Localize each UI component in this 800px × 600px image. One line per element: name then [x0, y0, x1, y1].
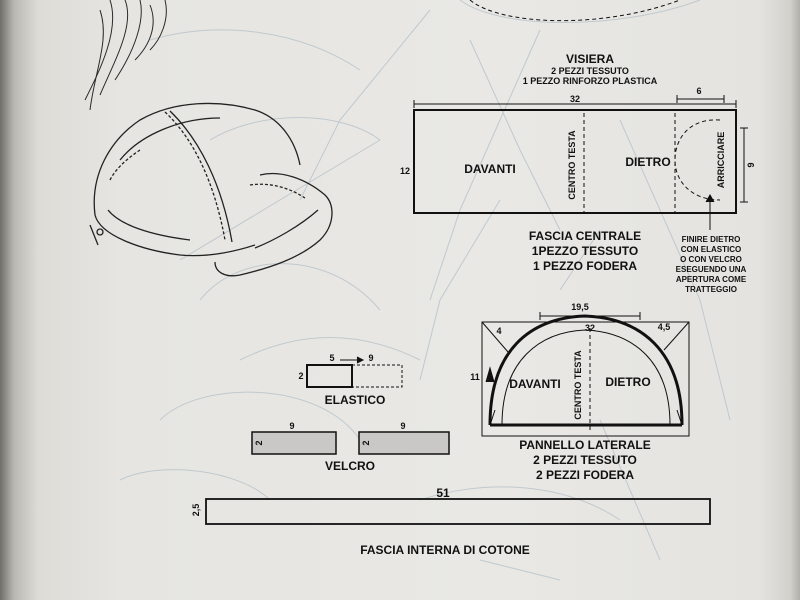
- velcro-height-left: 2: [254, 440, 264, 446]
- note-line-5: APERTURA COME: [675, 275, 747, 284]
- pannello-laterale-piece: [481, 312, 690, 437]
- fascia-interna-height: 2,5: [191, 503, 201, 517]
- fascia-interna-label: FASCIA INTERNA DI COTONE: [360, 543, 530, 557]
- fascia-centrale-height: 12: [399, 166, 410, 176]
- cap-illustration: [89, 102, 333, 277]
- elastico-piece: [306, 356, 403, 388]
- note-line-1: FINIRE DIETRO: [681, 235, 741, 244]
- fascia-centrale-centro-testa: CENTRO TESTA: [567, 130, 577, 200]
- visiera-line1: 2 PEZZI TESSUTO: [551, 66, 629, 76]
- fascia-centrale-line1: 1PEZZO TESSUTO: [531, 244, 639, 258]
- velcro-height-right: 2: [361, 440, 371, 446]
- fascia-centrale-piece: [413, 95, 748, 230]
- note-line-6: TRATTEGGIO: [685, 285, 737, 294]
- velcro-width-left: 9: [289, 421, 295, 431]
- background-pattern-lines: [119, 0, 731, 581]
- visiera-title: VISIERA: [565, 52, 614, 66]
- velcro-label: VELCRO: [324, 459, 375, 473]
- fascia-centrale-width: 32: [569, 94, 580, 104]
- note-line-4: ESEGUENDO UNA: [675, 265, 747, 274]
- visiera-line2: 1 PEZZO RINFORZO PLASTICA: [522, 76, 658, 86]
- fascia-centrale-note: FINIRE DIETRO CON ELASTICO O CON VELCRO …: [668, 235, 754, 295]
- fascia-centrale-davanti: DAVANTI: [464, 162, 516, 176]
- fascia-interna-piece: [205, 498, 711, 525]
- velcro-width-right: 9: [400, 421, 406, 431]
- fascia-centrale-right-measure: 6: [696, 86, 702, 96]
- elastico-height: 2: [298, 371, 304, 381]
- pannello-title: PANNELLO LATERALE: [519, 438, 651, 452]
- fascia-centrale-dietro: DIETRO: [625, 155, 671, 169]
- pannello-inner-width: 32: [584, 323, 595, 333]
- pannello-davanti: DAVANTI: [509, 377, 561, 391]
- pannello-left-measure: 4: [496, 326, 502, 336]
- elastico-label: ELASTICO: [324, 393, 386, 407]
- fascia-centrale-arricciare-measure: 9: [746, 162, 756, 168]
- elastico-from: 5: [329, 353, 335, 363]
- note-line-3: O CON VELCRO: [680, 255, 742, 264]
- pannello-right-measure: 4,5: [657, 322, 671, 332]
- pannello-line2: 2 PEZZI FODERA: [535, 468, 634, 482]
- visiera-outline: [469, 0, 681, 22]
- pannello-centro-testa: CENTRO TESTA: [573, 350, 583, 420]
- fascia-centrale-title: FASCIA CENTRALE: [528, 229, 642, 243]
- fascia-interna-width: 51: [436, 486, 450, 500]
- fascia-centrale-line2: 1 PEZZO FODERA: [532, 259, 637, 273]
- elastico-to: 9: [368, 353, 374, 363]
- pannello-dietro: DIETRO: [605, 375, 651, 389]
- velcro-pieces: [251, 431, 450, 455]
- hair-sketch: [84, 0, 167, 111]
- pannello-line1: 2 PEZZI TESSUTO: [533, 453, 637, 467]
- pannello-top-width: 19,5: [571, 302, 589, 312]
- fascia-centrale-arricciare: ARRICCIARE: [716, 131, 726, 189]
- pannello-height: 11: [470, 372, 480, 382]
- note-line-2: CON ELASTICO: [680, 245, 742, 254]
